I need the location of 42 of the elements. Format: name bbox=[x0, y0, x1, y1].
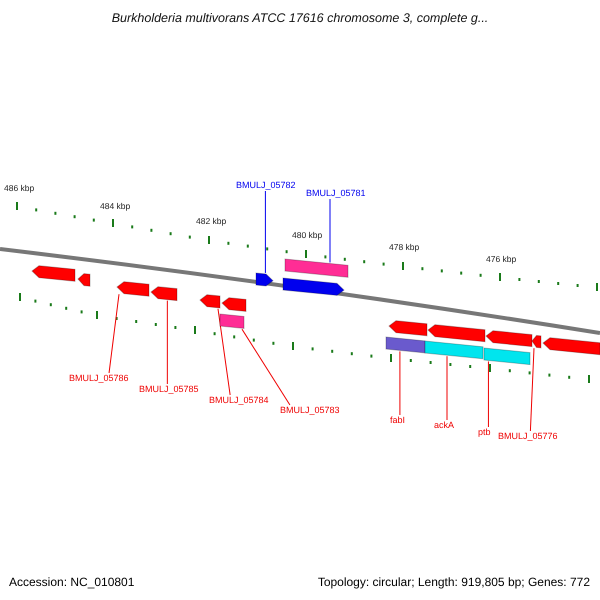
gene-feature bbox=[199, 294, 220, 309]
gene-block bbox=[424, 340, 484, 360]
leader-line bbox=[446, 356, 448, 420]
footer-text: Topology: circular; Length: 919,805 bp; Genes: 772 bbox=[318, 576, 590, 588]
footer-text: Accession: NC_010801 bbox=[9, 576, 134, 588]
leader-line bbox=[488, 360, 489, 428]
scale-label: 486 kbp bbox=[4, 184, 34, 192]
gene-feature bbox=[282, 277, 345, 296]
leader-line bbox=[242, 328, 290, 406]
gene-block bbox=[484, 347, 530, 366]
scale-label: 480 kbp bbox=[292, 231, 322, 240]
gene-feature bbox=[256, 272, 274, 287]
leader-line bbox=[399, 350, 400, 416]
scale-label: 482 kbp bbox=[196, 217, 226, 226]
gene-label: BMULJ_05785 bbox=[139, 385, 199, 394]
gene-label: BMULJ_05786 bbox=[69, 374, 129, 383]
gene-feature bbox=[116, 281, 150, 297]
gene-feature bbox=[150, 286, 178, 302]
gene-label: BMULJ_05782 bbox=[236, 181, 296, 190]
gene-feature bbox=[388, 320, 428, 336]
gene-block bbox=[386, 336, 426, 354]
gene-label: BMULJ_05781 bbox=[306, 189, 366, 198]
leader-line bbox=[218, 308, 231, 396]
scale-label: 484 kbp bbox=[100, 202, 130, 210]
gene-label: ptb bbox=[478, 428, 491, 437]
gene-feature bbox=[77, 273, 90, 287]
gene-block bbox=[284, 258, 348, 278]
gene-feature bbox=[221, 297, 246, 312]
gene-block bbox=[220, 313, 244, 329]
scale-label: 478 kbp bbox=[389, 243, 420, 252]
gene-label: fabI bbox=[390, 416, 406, 425]
gene-label: BMULJ_05783 bbox=[280, 406, 340, 415]
gene-label: BMULJ_05776 bbox=[498, 432, 558, 441]
gene-label: BMULJ_05784 bbox=[209, 396, 269, 405]
leader-line bbox=[166, 300, 168, 384]
leader-line bbox=[264, 190, 266, 274]
gene-label: ackA bbox=[434, 421, 454, 430]
title: Burkholderia multivorans ATCC 17616 chromosome 3, complete g... bbox=[112, 12, 488, 24]
gene-feature bbox=[427, 324, 486, 342]
leader-line bbox=[108, 294, 120, 374]
leader-line bbox=[530, 348, 534, 432]
scale-label: 476 kbp bbox=[486, 255, 516, 264]
